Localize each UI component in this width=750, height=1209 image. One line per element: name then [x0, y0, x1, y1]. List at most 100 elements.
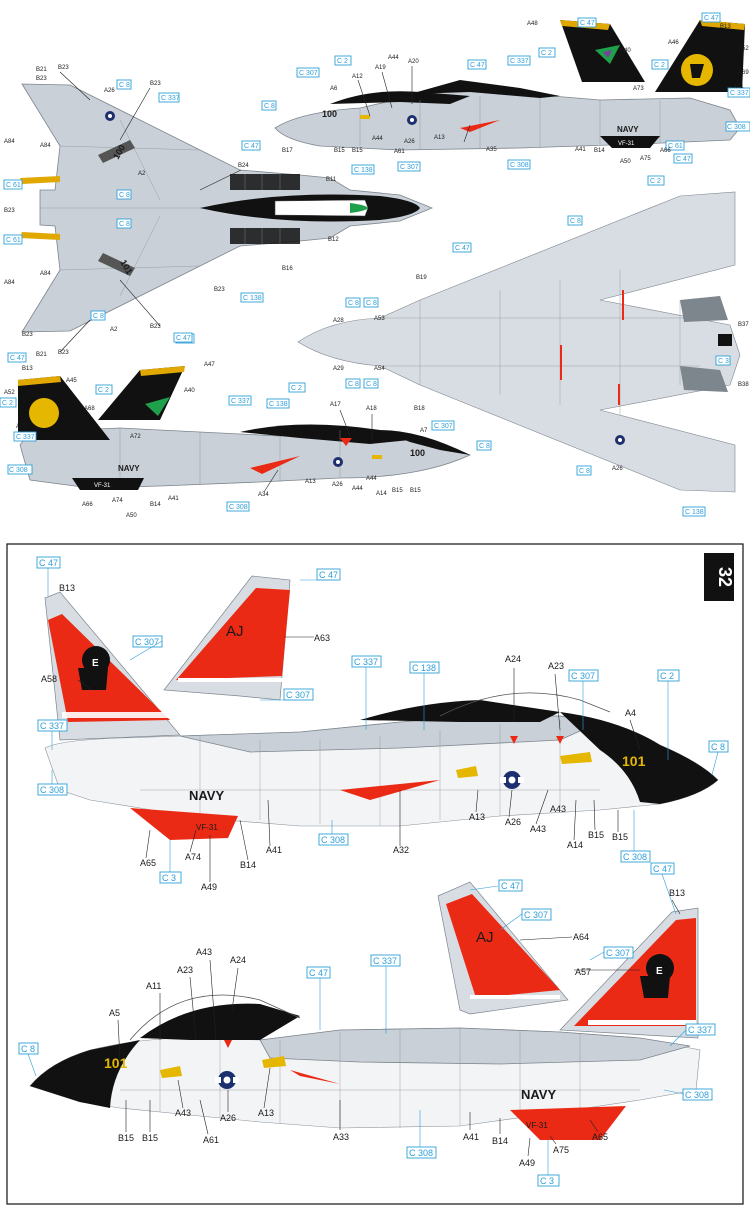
svg-text:A66: A66 — [660, 148, 671, 154]
svg-text:B23: B23 — [22, 332, 33, 338]
svg-text:C 337: C 337 — [40, 721, 64, 731]
svg-text:C 8: C 8 — [570, 218, 581, 225]
svg-text:A65: A65 — [140, 858, 156, 868]
svg-text:C 47: C 47 — [501, 881, 520, 891]
svg-text:A50: A50 — [620, 159, 631, 165]
svg-text:A2: A2 — [110, 327, 118, 333]
svg-text:C 2: C 2 — [541, 50, 552, 57]
aircraft-1-callouts: C 47 C 47 C 307 C 337 C 138 C 307 C 2 C … — [36, 556, 729, 892]
svg-text:C 337: C 337 — [373, 956, 397, 966]
svg-text:VF-31: VF-31 — [196, 823, 218, 832]
svg-text:C 307: C 307 — [571, 671, 595, 681]
svg-text:C 307: C 307 — [434, 423, 453, 430]
svg-text:B15: B15 — [612, 832, 628, 842]
svg-text:A44: A44 — [388, 55, 399, 61]
svg-text:NAVY: NAVY — [189, 788, 224, 803]
svg-text:B23: B23 — [58, 65, 69, 71]
svg-text:B21: B21 — [36, 352, 47, 358]
svg-text:C 138: C 138 — [412, 663, 436, 673]
svg-text:A84: A84 — [4, 139, 15, 145]
svg-text:A17: A17 — [330, 402, 341, 408]
upper-right-callouts: C 307 C 2 C 8 C 47 C 337 C 2 C 47 C 47 C… — [261, 12, 750, 186]
svg-text:A26: A26 — [104, 88, 115, 94]
svg-text:C 308: C 308 — [40, 785, 64, 795]
svg-text:A40: A40 — [620, 48, 631, 54]
svg-text:C 8: C 8 — [711, 742, 725, 752]
svg-text:A41: A41 — [266, 845, 282, 855]
svg-text:VF-31: VF-31 — [618, 141, 635, 147]
svg-text:C 3: C 3 — [540, 1176, 554, 1186]
svg-text:NAVY: NAVY — [521, 1087, 556, 1102]
svg-text:A13: A13 — [469, 812, 485, 822]
svg-text:B16: B16 — [282, 266, 293, 272]
svg-text:AJ: AJ — [476, 929, 494, 946]
svg-text:101: 101 — [622, 753, 646, 769]
svg-text:VF-31: VF-31 — [526, 1121, 548, 1130]
svg-text:A53: A53 — [374, 316, 385, 322]
svg-text:B19: B19 — [416, 275, 427, 281]
svg-text:A44: A44 — [366, 476, 377, 482]
svg-text:C 2: C 2 — [660, 671, 674, 681]
svg-text:C 308: C 308 — [409, 1148, 433, 1158]
svg-text:A35: A35 — [486, 147, 497, 153]
svg-text:C 2: C 2 — [98, 387, 109, 394]
underside-view — [297, 191, 741, 493]
svg-text:B15: B15 — [392, 488, 403, 494]
svg-text:C 308: C 308 — [685, 1090, 709, 1100]
svg-text:C 47: C 47 — [39, 558, 58, 568]
svg-text:B14: B14 — [492, 1136, 508, 1146]
svg-text:A52: A52 — [4, 390, 15, 396]
svg-text:C 307: C 307 — [286, 690, 310, 700]
svg-text:A34: A34 — [258, 492, 269, 498]
svg-text:A46: A46 — [668, 40, 679, 46]
svg-text:C 8: C 8 — [366, 300, 377, 307]
svg-text:C 8: C 8 — [21, 1044, 35, 1054]
svg-text:A58: A58 — [41, 674, 57, 684]
svg-text:C 47: C 47 — [176, 335, 191, 342]
svg-text:B12: B12 — [328, 237, 339, 243]
svg-text:A43: A43 — [550, 804, 566, 814]
svg-text:A54: A54 — [374, 366, 385, 372]
svg-text:A13: A13 — [258, 1108, 274, 1118]
svg-text:C 308: C 308 — [229, 504, 248, 511]
svg-text:A43: A43 — [530, 824, 546, 834]
svg-text:C 2: C 2 — [291, 385, 302, 392]
svg-text:C 138: C 138 — [354, 167, 373, 174]
svg-text:A23: A23 — [177, 965, 193, 975]
svg-text:A47: A47 — [204, 362, 215, 368]
svg-text:A73: A73 — [633, 86, 644, 92]
svg-text:A5: A5 — [109, 1008, 120, 1018]
svg-text:B23: B23 — [4, 208, 15, 214]
svg-text:A49: A49 — [201, 882, 217, 892]
svg-text:C 61: C 61 — [6, 237, 21, 244]
svg-text:C 308: C 308 — [623, 852, 647, 862]
svg-text:C 337: C 337 — [730, 90, 749, 97]
svg-text:A6: A6 — [330, 86, 338, 92]
svg-text:A69: A69 — [738, 70, 749, 76]
svg-text:B23: B23 — [150, 81, 161, 87]
svg-text:A75: A75 — [553, 1145, 569, 1155]
svg-text:C 3: C 3 — [162, 873, 176, 883]
svg-text:A26: A26 — [332, 482, 343, 488]
svg-text:C 337: C 337 — [688, 1025, 712, 1035]
svg-text:A24: A24 — [505, 654, 521, 664]
page-number: 32 — [715, 567, 735, 587]
svg-text:AJ: AJ — [226, 623, 244, 640]
svg-text:C 2: C 2 — [650, 178, 661, 185]
svg-text:A64: A64 — [573, 932, 589, 942]
svg-text:C 47: C 47 — [653, 864, 672, 874]
svg-text:C 47: C 47 — [704, 15, 719, 22]
svg-text:C 307: C 307 — [299, 70, 318, 77]
svg-text:A32: A32 — [393, 845, 409, 855]
svg-text:A13: A13 — [434, 135, 445, 141]
underside-callouts: C 8 C 47 C 8 C 8 C 8 C 8 C 3 C 8 C 138 B… — [333, 215, 749, 517]
svg-text:A4: A4 — [625, 708, 636, 718]
svg-text:B21: B21 — [36, 67, 47, 73]
page-number-tab — [704, 553, 734, 601]
svg-text:A44: A44 — [352, 486, 363, 492]
svg-text:A44: A44 — [372, 136, 383, 142]
svg-text:C 47: C 47 — [309, 968, 328, 978]
svg-text:A75: A75 — [640, 156, 651, 162]
svg-text:100: 100 — [322, 109, 337, 119]
svg-text:B15: B15 — [588, 830, 604, 840]
